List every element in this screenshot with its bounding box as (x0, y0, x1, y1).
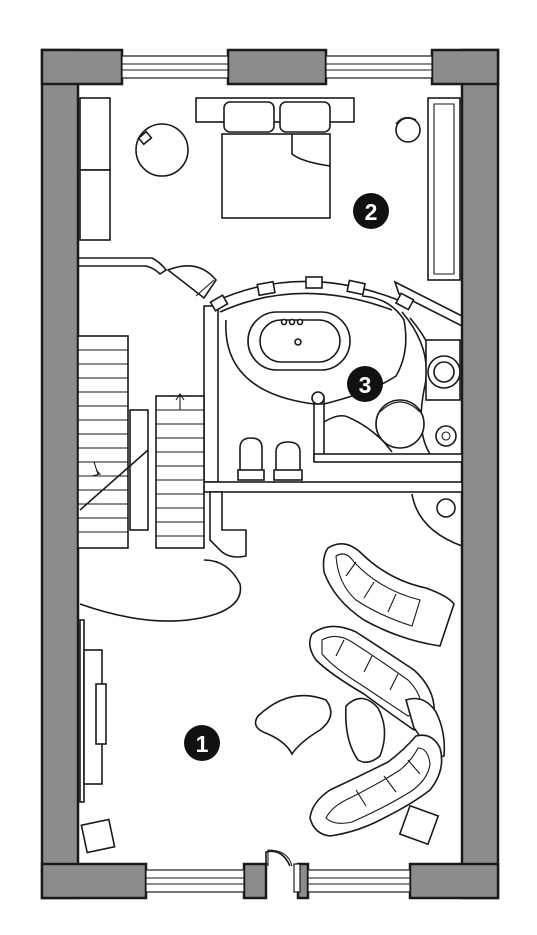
north-wall-west (40, 48, 124, 86)
interior-walls (77, 257, 463, 558)
room-1-number: 1 (196, 731, 209, 757)
entry-door (265, 849, 301, 893)
curved-sofa-lower (309, 734, 443, 837)
north-wall-middle (226, 48, 328, 86)
bathroom-partition-lower (313, 453, 463, 463)
living-room-furniture (79, 493, 463, 854)
north-window-right (325, 55, 433, 79)
windows (121, 55, 433, 893)
bathroom-fixtures (225, 295, 461, 481)
toilet (237, 437, 303, 481)
bedroom-furniture (79, 97, 461, 300)
bedroom-wardrobe (427, 97, 461, 281)
north-window-left (121, 55, 229, 79)
bedroom-bench-lower (79, 169, 111, 241)
bathroom-west-wall (203, 305, 219, 483)
east-wall (460, 48, 500, 900)
room-2-marker: 2 (353, 193, 389, 229)
bathroom-partition (313, 397, 325, 461)
living-corner-arc (411, 493, 463, 547)
south-wall-east (408, 862, 500, 900)
south-wall-door-jamb-left (242, 862, 268, 900)
double-bed (195, 97, 355, 219)
south-wall-west (40, 862, 148, 900)
room-1-marker: 1 (184, 725, 220, 761)
curved-sofa-upper (322, 543, 455, 647)
bathtub (247, 311, 351, 371)
coffee-table (254, 694, 332, 756)
room-2-number: 2 (365, 199, 378, 225)
staircase (77, 335, 205, 549)
room-3-number: 3 (359, 372, 372, 398)
side-table-right (398, 804, 440, 846)
bedroom-bench-upper (79, 97, 111, 171)
exterior-walls (40, 48, 500, 900)
west-wall (40, 48, 80, 900)
bathroom-south-wall (203, 481, 463, 493)
bedroom-round-table (135, 123, 189, 177)
side-table-left (80, 818, 116, 854)
south-window-right (307, 869, 411, 893)
bathroom-sink-area (323, 311, 461, 455)
north-wall-east (430, 48, 500, 86)
bedroom-small-chair (395, 117, 421, 143)
stair-landing-wall (209, 491, 247, 558)
south-window-left (145, 869, 245, 893)
room-3-marker: 3 (347, 366, 383, 402)
